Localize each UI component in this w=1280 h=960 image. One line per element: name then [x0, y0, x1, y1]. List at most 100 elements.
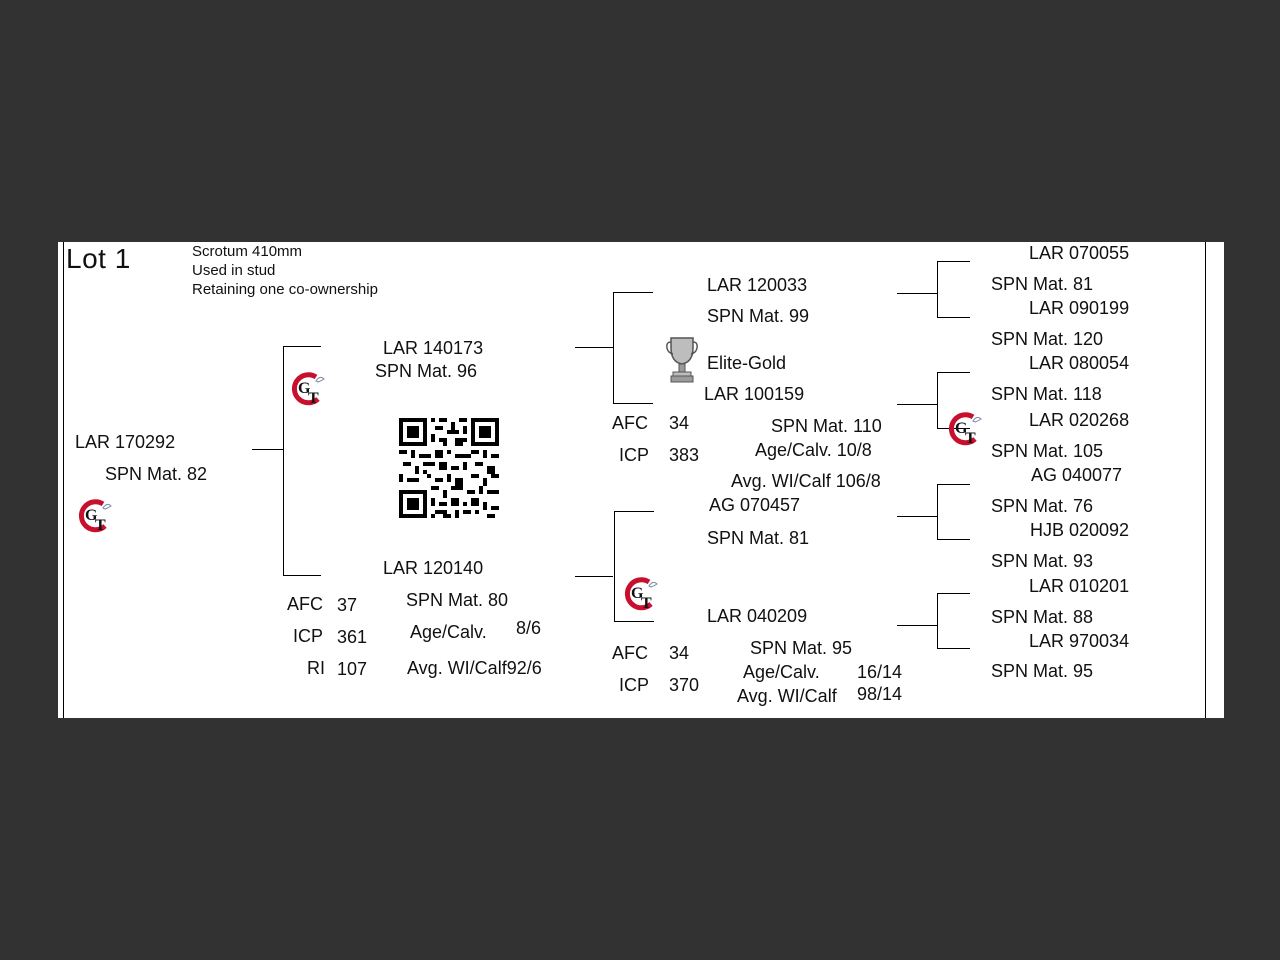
svg-text:T: T — [965, 430, 976, 447]
connector — [283, 346, 321, 347]
svg-text:T: T — [308, 390, 319, 407]
connector — [614, 511, 615, 622]
ggp-2-id: LAR 090199 — [1029, 298, 1130, 318]
lot-title: Lot 1 — [66, 243, 131, 274]
connector — [614, 511, 654, 512]
svg-text:T: T — [641, 595, 652, 612]
sire-id: LAR 140173 — [383, 338, 484, 358]
ggp-7-id: LAR 010201 — [1029, 576, 1130, 596]
lot-note-co-ownership: Retaining one co-ownership — [192, 281, 378, 298]
connector — [937, 484, 970, 485]
connector — [613, 292, 614, 404]
connector — [897, 516, 937, 517]
ggp-3-spn: SPN Mat. 118 — [991, 384, 1102, 404]
ggp-7-spn: SPN Mat. 88 — [991, 607, 1094, 627]
connector — [937, 261, 938, 318]
dam-icp-label: ICP — [293, 626, 324, 646]
connector — [937, 539, 970, 540]
subject-id: LAR 170292 — [75, 432, 176, 452]
ggp-1-id: LAR 070055 — [1029, 243, 1130, 263]
sire-sire-spn: SPN Mat. 99 — [707, 306, 810, 326]
dam-dam-age-calv-label: Age/Calv. — [743, 662, 820, 682]
lot-note-used-in-stud: Used in stud — [192, 262, 276, 279]
connector — [937, 317, 970, 318]
dam-dam-avg-wi-calf-label: Avg. WI/Calf — [737, 686, 837, 706]
connector — [613, 292, 653, 293]
connector — [283, 575, 321, 576]
lot-note-scrotum: Scrotum 410mm — [192, 243, 303, 260]
dam-id: LAR 120140 — [383, 558, 484, 578]
connector — [613, 403, 653, 404]
dam-dam-afc-value: 34 — [669, 643, 690, 663]
sire-dam-id: LAR 100159 — [704, 384, 805, 404]
dam-sire-spn: SPN Mat. 81 — [707, 528, 810, 548]
connector — [937, 593, 938, 649]
gt-brand-logo-icon: G T — [624, 577, 658, 612]
ggp-1-spn: SPN Mat. 81 — [991, 274, 1094, 294]
dam-dam-avg-wi-calf-value: 98/14 — [857, 684, 903, 704]
subject-spn: SPN Mat. 82 — [105, 464, 208, 484]
connector — [937, 261, 970, 262]
svg-text:T: T — [95, 517, 106, 534]
dam-dam-afc-label: AFC — [612, 643, 648, 663]
dam-dam-spn: SPN Mat. 95 — [750, 638, 853, 658]
ggp-4-spn: SPN Mat. 105 — [991, 441, 1104, 461]
connector — [897, 293, 937, 294]
connector — [897, 404, 937, 405]
dam-dam-icp-value: 370 — [669, 675, 700, 695]
dam-sire-id: AG 070457 — [709, 495, 801, 515]
gt-brand-logo-icon: G T — [948, 412, 982, 447]
ggp-2-spn: SPN Mat. 120 — [991, 329, 1104, 349]
connector — [252, 449, 284, 450]
connector — [937, 648, 970, 649]
svg-text:G: G — [85, 507, 98, 524]
sire-dam-award: Elite-Gold — [707, 353, 787, 373]
right-border — [1205, 242, 1206, 718]
dam-ri-label: RI — [307, 658, 325, 678]
dam-avg-wi-calf: Avg. WI/Calf92/6 — [407, 658, 542, 678]
connector — [575, 347, 613, 348]
sire-spn: SPN Mat. 96 — [375, 361, 478, 381]
sire-dam-avg-wi-calf: Avg. WI/Calf 106/8 — [731, 471, 881, 491]
trophy-icon — [666, 337, 698, 383]
connector — [937, 372, 970, 373]
svg-text:G: G — [631, 585, 644, 602]
connector — [897, 625, 937, 626]
pedigree-sheet: Lot 1 Scrotum 410mm Used in stud Retaini… — [58, 242, 1224, 718]
ggp-5-spn: SPN Mat. 76 — [991, 496, 1094, 516]
dam-ri-value: 107 — [337, 659, 368, 679]
left-border — [63, 242, 64, 718]
ggp-4-id: LAR 020268 — [1029, 410, 1130, 430]
dam-dam-icp-label: ICP — [619, 675, 650, 695]
svg-text:G: G — [955, 420, 968, 437]
ggp-3-id: LAR 080054 — [1029, 353, 1130, 373]
sire-dam-spn: SPN Mat. 110 — [771, 416, 882, 436]
gt-brand-logo-icon: G T — [78, 499, 112, 534]
connector — [575, 576, 613, 577]
connector — [937, 593, 970, 594]
gt-brand-logo-icon: G T — [291, 372, 325, 407]
svg-text:G: G — [298, 380, 311, 397]
sire-dam-age-calv: Age/Calv. 10/8 — [755, 440, 872, 460]
dam-dam-id: LAR 040209 — [707, 606, 808, 626]
sire-dam-afc-value: 34 — [669, 413, 690, 433]
dam-age-calv-label: Age/Calv. — [410, 622, 487, 642]
connector — [937, 484, 938, 540]
ggp-8-spn: SPN Mat. 95 — [991, 661, 1094, 681]
sire-dam-icp-value: 383 — [669, 445, 700, 465]
sire-sire-id: LAR 120033 — [707, 275, 808, 295]
ggp-6-spn: SPN Mat. 93 — [991, 551, 1094, 571]
sire-dam-afc-label: AFC — [612, 413, 648, 433]
ggp-5-id: AG 040077 — [1031, 465, 1123, 485]
dam-afc-value: 37 — [337, 595, 358, 615]
connector — [614, 621, 654, 622]
dam-age-calv-value: 8/6 — [516, 618, 542, 638]
dam-afc-label: AFC — [287, 594, 323, 614]
qr-code-icon[interactable] — [399, 418, 499, 518]
dam-spn: SPN Mat. 80 — [406, 590, 509, 610]
connector — [937, 372, 938, 429]
sire-dam-icp-label: ICP — [619, 445, 650, 465]
dam-dam-age-calv-value: 16/14 — [857, 662, 903, 682]
dam-icp-value: 361 — [337, 627, 368, 647]
connector — [283, 346, 284, 576]
